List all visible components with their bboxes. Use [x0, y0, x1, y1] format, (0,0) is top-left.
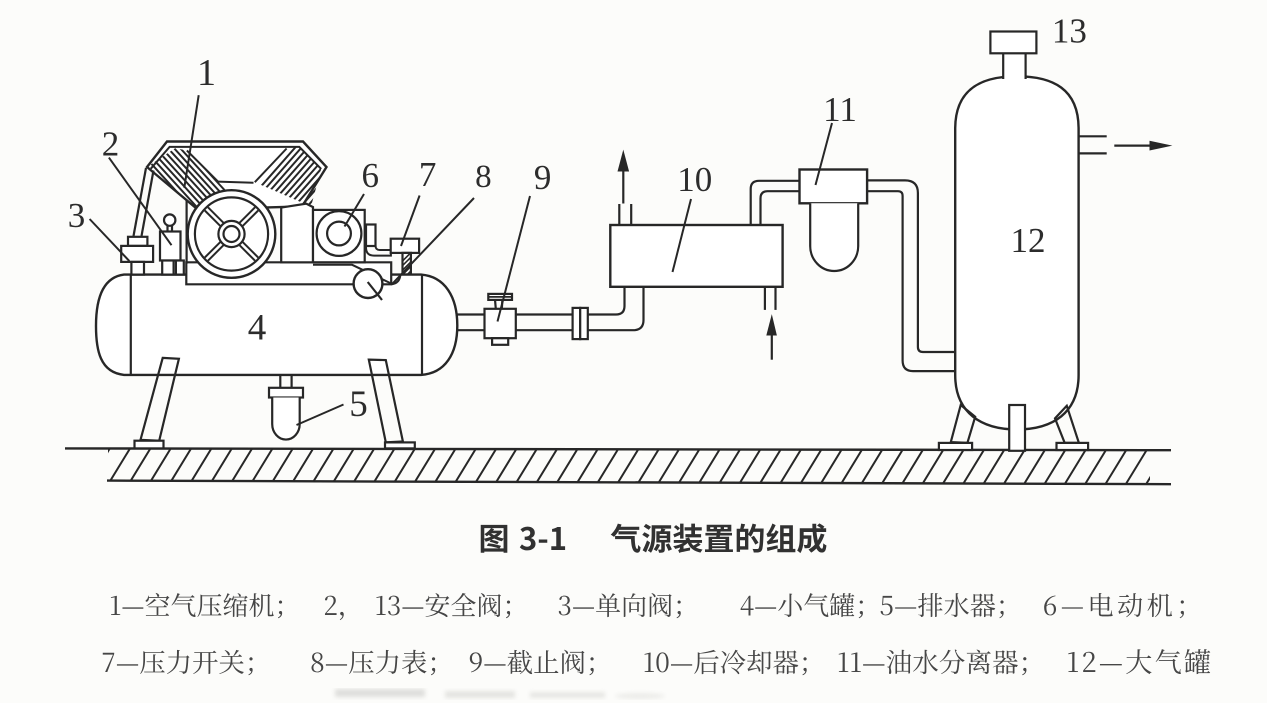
- svg-text:11: 11: [823, 90, 857, 129]
- svg-text:3: 3: [68, 196, 86, 235]
- svg-text:5: 5: [349, 384, 368, 425]
- svg-text:12: 12: [1011, 221, 1046, 260]
- svg-text:6: 6: [362, 156, 380, 195]
- svg-text:7: 7: [419, 155, 437, 194]
- svg-text:13: 13: [1052, 11, 1087, 50]
- svg-text:9: 9: [534, 158, 552, 197]
- svg-text:2: 2: [102, 124, 120, 163]
- svg-text:4: 4: [248, 307, 267, 348]
- svg-text:8: 8: [475, 159, 492, 195]
- svg-text:10: 10: [677, 160, 712, 199]
- svg-text:1: 1: [197, 52, 216, 94]
